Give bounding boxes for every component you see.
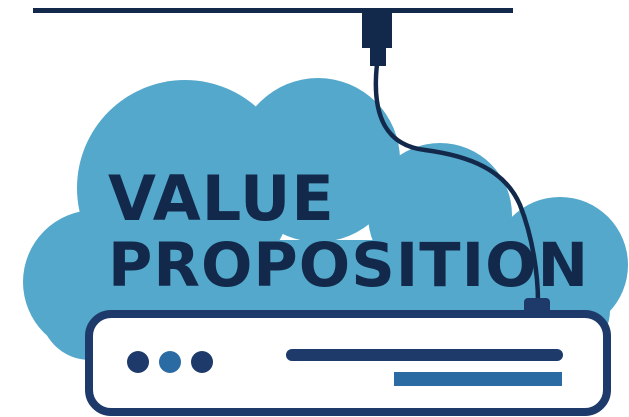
server-accent-bar xyxy=(394,372,562,386)
title-line-proposition: PROPOSITION xyxy=(108,231,590,301)
cable-icon xyxy=(373,61,541,305)
server-icon xyxy=(85,310,611,416)
title-line-value: VALUE xyxy=(108,162,335,235)
server-led-3 xyxy=(191,351,213,373)
server-led-2 xyxy=(159,351,181,373)
plug-icon xyxy=(362,10,392,66)
top-rail xyxy=(33,8,513,13)
server-led-1 xyxy=(127,351,149,373)
